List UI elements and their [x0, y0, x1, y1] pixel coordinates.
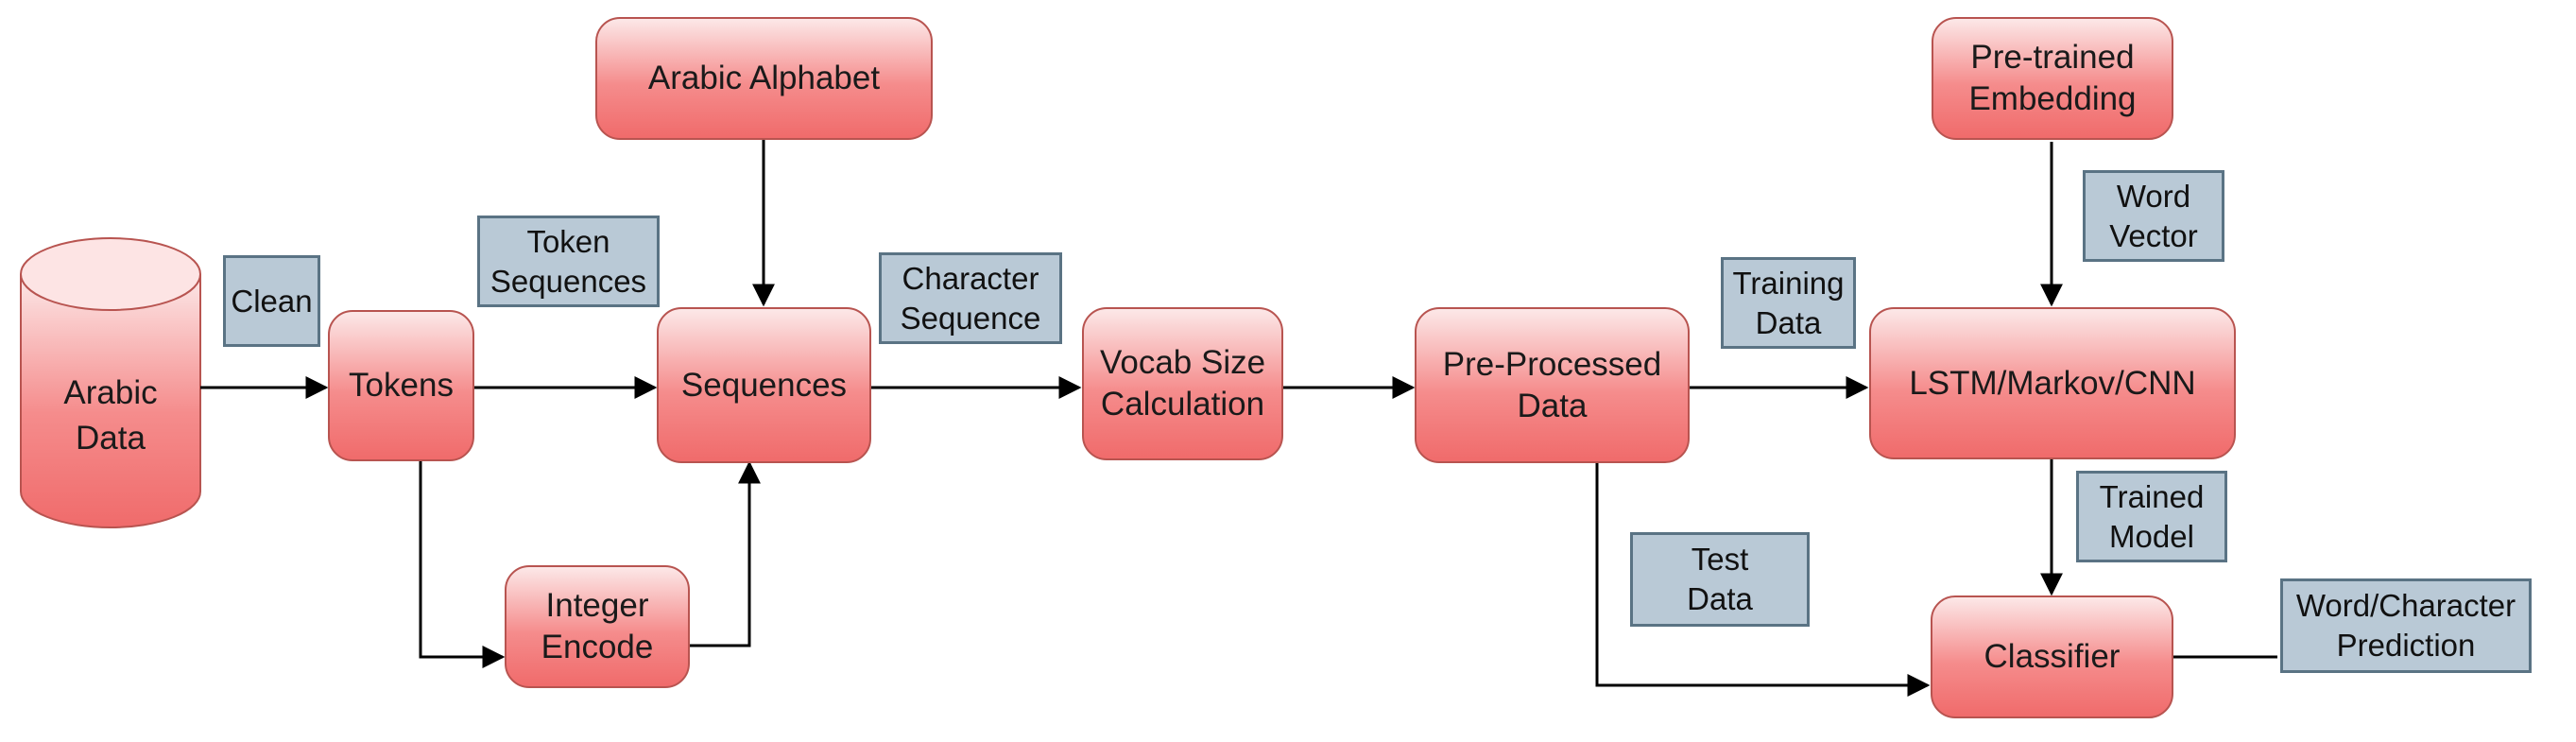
node-arabic-alphabet: Arabic Alphabet	[595, 17, 933, 140]
label-clean: Clean	[223, 255, 320, 347]
edge-preprocessed-to-classifier	[1595, 463, 1931, 697]
node-lstm-markov-cnn: LSTM/Markov/CNN	[1869, 307, 2236, 459]
label-token-sequences: Token Sequences	[477, 216, 660, 307]
node-arabic-data: Arabic Data	[63, 374, 158, 457]
node-tokens: Tokens	[328, 310, 474, 461]
edge-integer-to-sequences	[690, 460, 761, 647]
node-vocab-size-calculation: Vocab Size Calculation	[1082, 307, 1283, 460]
label-word-vector: Word Vector	[2083, 170, 2224, 262]
label-character-sequence: Character Sequence	[879, 252, 1062, 344]
node-pre-processed-data: Pre-Processed Data	[1415, 307, 1690, 463]
node-integer-encode: Integer Encode	[505, 565, 690, 688]
node-classifier: Classifier	[1931, 595, 2173, 718]
arabic-data-cylinder	[20, 237, 201, 528]
node-sequences: Sequences	[657, 307, 871, 463]
label-trained-model: Trained Model	[2076, 471, 2227, 562]
label-test-data: Test Data	[1630, 532, 1810, 627]
label-word-character-prediction: Word/Character Prediction	[2280, 578, 2532, 673]
label-training-data: Training Data	[1721, 257, 1856, 349]
node-pre-trained-embedding: Pre-trained Embedding	[1932, 17, 2173, 140]
edge-tokens-to-integer	[419, 461, 506, 668]
